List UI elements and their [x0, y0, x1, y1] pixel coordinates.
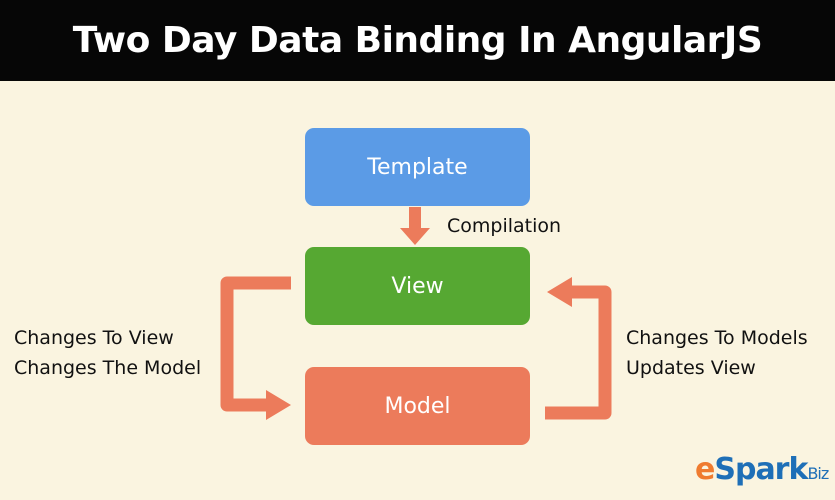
- model-to-view-line-1: Changes To Models: [626, 327, 808, 349]
- compilation-label: Compilation: [447, 215, 562, 237]
- view-node: View: [305, 247, 530, 325]
- header-bar: Two Day Data Binding In AngularJS: [0, 0, 835, 81]
- view-to-model-line-2: Changes The Model: [14, 357, 202, 379]
- view-to-model-arrowhead: [266, 390, 291, 420]
- logo-e: e: [695, 452, 715, 487]
- model-to-view-label: Changes To Models Updates View: [626, 323, 808, 383]
- model-to-view-arrow: [545, 285, 612, 420]
- logo-biz: Biz: [807, 464, 829, 483]
- template-node: Template: [305, 128, 530, 206]
- compilation-arrow: [400, 207, 430, 245]
- logo-spark: Spark: [714, 452, 808, 487]
- model-to-view-line-2: Updates View: [626, 357, 756, 379]
- diagram-title: Two Day Data Binding In AngularJS: [72, 20, 763, 61]
- view-to-model-label: Changes To View Changes The Model: [14, 323, 201, 383]
- espark-biz-logo: eSparkBiz: [695, 452, 829, 487]
- model-node: Model: [305, 367, 530, 445]
- model-to-view-arrowhead: [547, 277, 572, 307]
- view-to-model-arrow: [220, 276, 291, 412]
- view-to-model-line-1: Changes To View: [14, 327, 174, 349]
